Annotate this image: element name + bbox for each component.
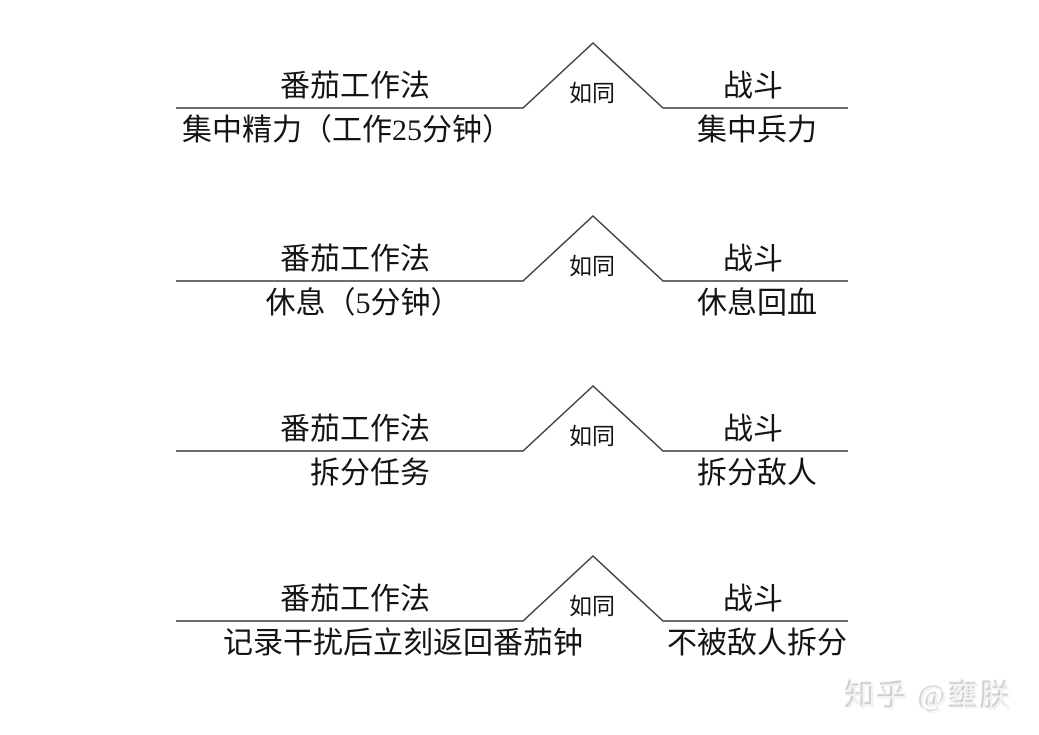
left-term-label: 番茄工作法 (280, 583, 430, 616)
right-desc-label: 不被敌人拆分 (667, 627, 847, 660)
left-desc-label: 集中精力（工作25分钟） (182, 114, 512, 147)
analogy-row: 番茄工作法 记录干扰后立刻返回番茄钟 如同 战斗 不被敌人拆分 (0, 548, 1039, 718)
peak-connector-line (176, 554, 848, 622)
right-desc-label: 休息回血 (697, 287, 817, 320)
left-desc-label: 记录干扰后立刻返回番茄钟 (223, 627, 583, 660)
right-term-label: 战斗 (723, 243, 783, 276)
analogy-row: 番茄工作法 休息（5分钟） 如同 战斗 休息回血 (0, 208, 1039, 378)
analogy-marker-label: 如同 (569, 424, 615, 449)
peak-connector-line (176, 41, 848, 109)
right-term-label: 战斗 (723, 583, 783, 616)
left-term-label: 番茄工作法 (280, 243, 430, 276)
analogy-marker-label: 如同 (569, 254, 615, 279)
left-desc-label: 休息（5分钟） (265, 287, 461, 320)
right-desc-label: 集中兵力 (697, 114, 817, 147)
right-term-label: 战斗 (723, 413, 783, 446)
analogy-row: 番茄工作法 集中精力（工作25分钟） 如同 战斗 集中兵力 (0, 35, 1039, 205)
right-desc-label: 拆分敌人 (697, 457, 817, 490)
peak-connector-line (176, 214, 848, 282)
left-term-label: 番茄工作法 (280, 70, 430, 103)
analogy-row: 番茄工作法 拆分任务 如同 战斗 拆分敌人 (0, 378, 1039, 548)
watermark-text: 知乎 @壅朕 (846, 681, 1014, 714)
analogy-marker-label: 如同 (569, 81, 615, 106)
left-term-label: 番茄工作法 (280, 413, 430, 446)
analogy-marker-label: 如同 (569, 594, 615, 619)
peak-connector-line (176, 384, 848, 452)
right-term-label: 战斗 (723, 70, 783, 103)
left-desc-label: 拆分任务 (310, 457, 430, 490)
